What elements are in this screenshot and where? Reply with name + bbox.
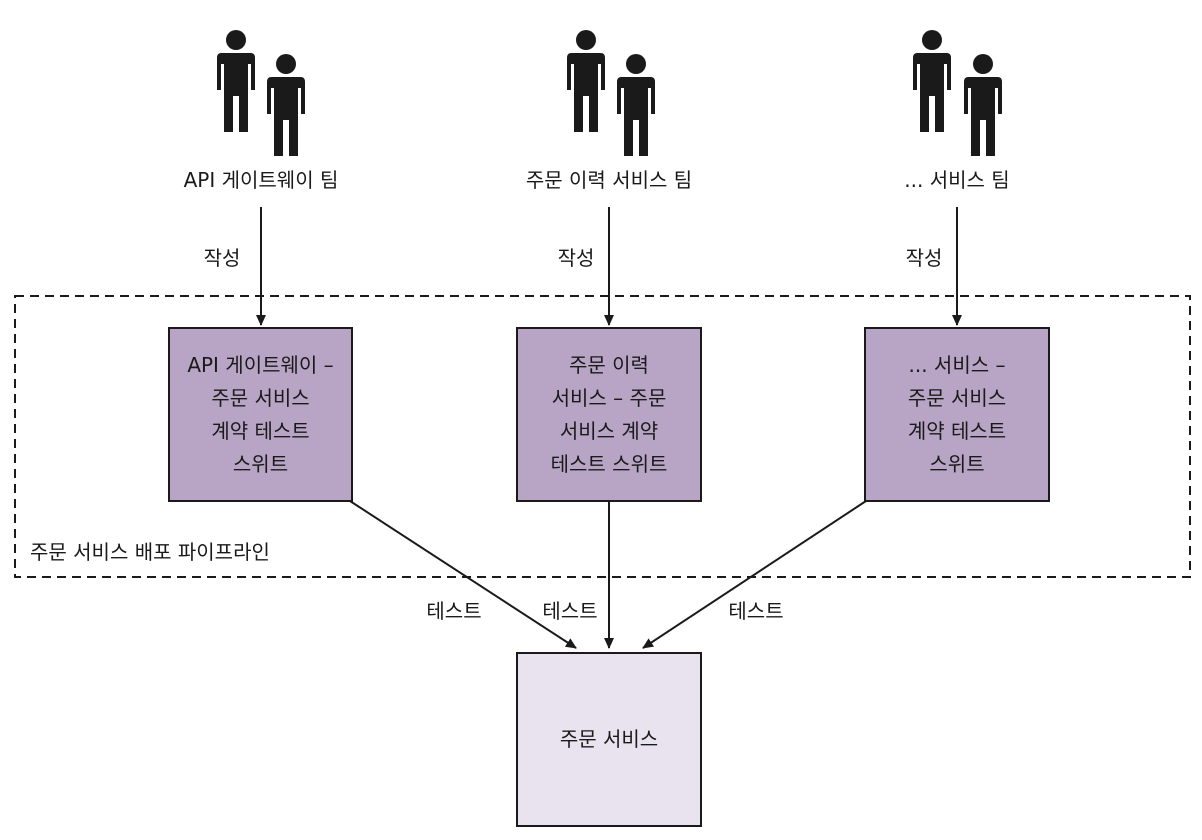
test-arrow bbox=[349, 500, 577, 649]
order-service-box: 주문 서비스 bbox=[516, 652, 702, 827]
contract-suite-order-history: 주문 이력 서비스 – 주문 서비스 계약 테스트 스위트 bbox=[516, 327, 702, 502]
write-label: 작성 bbox=[203, 246, 241, 270]
contract-suite-other-service: ... 서비스 – 주문 서비스 계약 테스트 스위트 bbox=[864, 327, 1050, 502]
team-label-api-gateway: API 게이트웨이 팀 bbox=[183, 168, 339, 192]
people-icon bbox=[567, 30, 655, 156]
pipeline-boundary bbox=[14, 295, 1191, 578]
write-label: 작성 bbox=[905, 246, 943, 270]
write-label: 작성 bbox=[557, 246, 595, 270]
people-icon bbox=[913, 30, 1002, 156]
suite-label: 주문 이력 서비스 – 주문 서비스 계약 테스트 스위트 bbox=[550, 352, 668, 476]
people-icon bbox=[217, 30, 305, 156]
pipeline-label: 주문 서비스 배포 파이프라인 bbox=[30, 540, 270, 564]
suite-label: ... 서비스 – 주문 서비스 계약 테스트 스위트 bbox=[907, 352, 1007, 476]
test-label: 테스트 bbox=[426, 599, 482, 623]
test-label: 테스트 bbox=[542, 599, 598, 623]
suite-label: API 게이트웨이 – 주문 서비스 계약 테스트 스위트 bbox=[187, 352, 334, 476]
order-service-label: 주문 서비스 bbox=[559, 727, 659, 751]
test-label: 테스트 bbox=[728, 599, 784, 623]
team-label-order-history: 주문 이력 서비스 팀 bbox=[525, 168, 693, 192]
test-arrow bbox=[642, 500, 867, 649]
team-label-other-service: ... 서비스 팀 bbox=[904, 168, 1010, 192]
contract-suite-api-gateway: API 게이트웨이 – 주문 서비스 계약 테스트 스위트 bbox=[168, 327, 353, 502]
